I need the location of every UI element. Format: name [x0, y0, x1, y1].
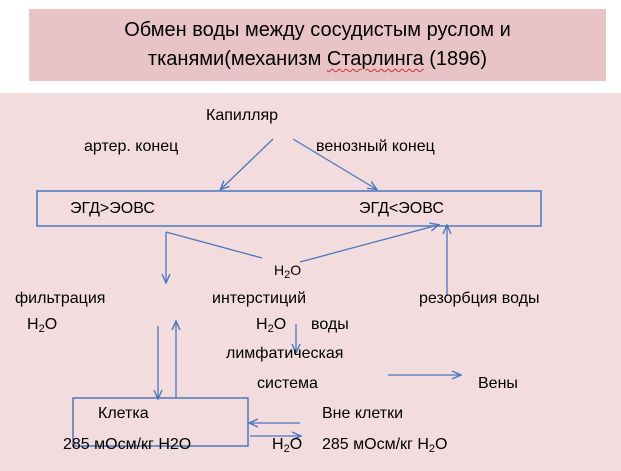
capillary-label: Капилляр — [206, 107, 279, 124]
venous-end-label: венозный конец — [316, 138, 435, 155]
title-banner: Обмен воды между сосудистым руслом и тка… — [29, 9, 606, 81]
title-line-2: тканями(механизм Старлинга (1896) — [29, 45, 606, 74]
egd-gt-label: ЭГД>ЭОВС — [70, 200, 155, 217]
arrow-water-to-venous — [299, 225, 438, 263]
title-starling-name: Старлинга — [326, 48, 424, 70]
arrow-capillary-to-venous — [292, 138, 376, 189]
system-label: система — [257, 375, 318, 392]
cell-label: Клетка — [98, 405, 149, 422]
resorption-label: резорбция воды — [419, 290, 540, 307]
veins-label: Вены — [478, 375, 518, 392]
arterial-end-label: артер. конец — [84, 138, 179, 155]
water-bottom-label: H2O — [272, 436, 303, 455]
filtration-label: фильтрация — [15, 290, 106, 307]
water-left-label: H2O — [27, 316, 58, 335]
outside-cell-label: Вне клетки — [322, 405, 403, 422]
egd-lt-label: ЭГД<ЭОВС — [359, 200, 444, 217]
title-line-1: Обмен воды между сосудистым руслом и — [124, 19, 511, 41]
interstitium-label: интерстиций — [212, 290, 307, 307]
lymphatic-label: лимфатическая — [226, 345, 344, 362]
water-mid-label: H2O — [256, 316, 287, 335]
arrow-capillary-to-arterial — [221, 138, 274, 189]
capillary-box — [36, 190, 542, 227]
content-panel — [0, 93, 621, 471]
water-center-label: H2O — [274, 262, 302, 281]
outside-osm-label: 285 мОсм/кг H2O — [322, 436, 448, 455]
title-line-2-prefix: тканями(механизм — [147, 48, 327, 70]
title-line-2-suffix: (1896) — [423, 48, 488, 70]
connector-capillary-to-water — [165, 231, 263, 259]
cell-osm-label: 285 мОсм/кг Н2О — [63, 436, 192, 453]
water-word-label: воды — [311, 316, 349, 333]
